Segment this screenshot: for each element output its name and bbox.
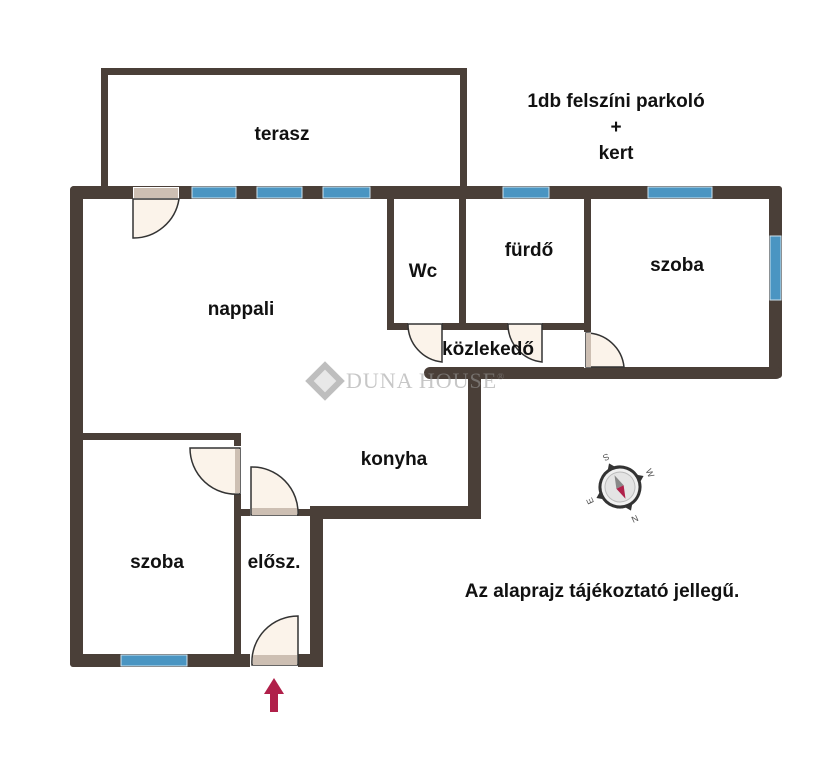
room-label-kozlekedo: közlekedő [442, 339, 534, 360]
svg-text:S: S [601, 451, 611, 463]
room-label-nappali: nappali [207, 299, 275, 320]
parking-note: 1db felszíni parkoló + kert [527, 89, 704, 167]
room-label-wc: Wc [408, 261, 438, 282]
room-label-eloszoba: elősz. [247, 552, 301, 573]
parking-note-line3: kert [598, 143, 634, 164]
parking-note-line2: + [610, 117, 622, 138]
windows [120, 186, 782, 667]
room-label-terasz: terasz [254, 124, 310, 145]
svg-text:E: E [584, 496, 596, 506]
room-label-furdo: fürdő [504, 240, 554, 261]
watermark-text: DUNA HOUSE® [346, 368, 506, 393]
entrance-arrow-icon [264, 678, 284, 712]
compass-icon: S N W E [584, 451, 657, 525]
room-label-konyha: konyha [360, 449, 428, 470]
duna-house-logo-icon [305, 361, 345, 401]
svg-text:N: N [630, 513, 640, 525]
parking-note-line1: 1db felszíni parkoló [527, 91, 705, 112]
room-label-szoba-1: szoba [650, 255, 704, 276]
terrace-walls [101, 68, 467, 190]
disclaimer-text: Az alaprajz tájékoztató jellegű. [464, 581, 740, 602]
doors [132, 187, 625, 667]
room-label-szoba-2: szoba [130, 552, 184, 573]
duna-house-watermark: DUNA HOUSE® [346, 368, 505, 394]
svg-text:W: W [644, 467, 657, 479]
